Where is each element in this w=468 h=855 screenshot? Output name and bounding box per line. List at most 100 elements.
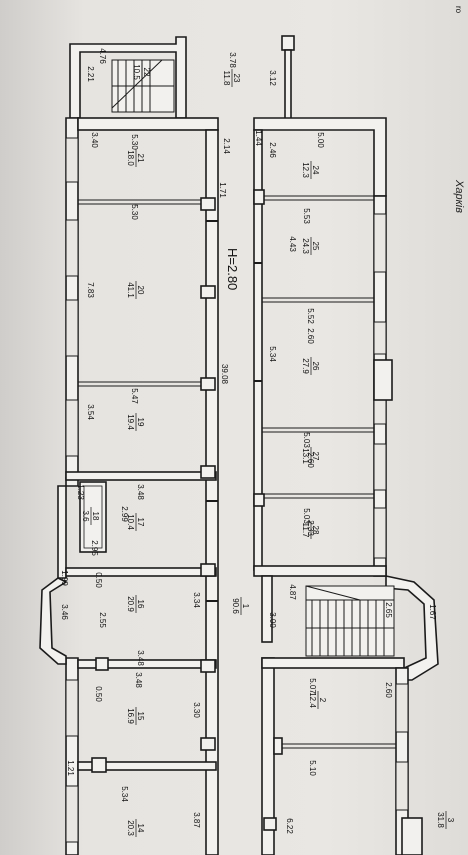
room-area: 20.3 bbox=[126, 820, 135, 836]
wall bbox=[253, 565, 387, 577]
dimension-label: 3.54 bbox=[86, 404, 95, 420]
room-number: 20 bbox=[136, 286, 145, 295]
dimension-label: 5.03 bbox=[302, 432, 311, 448]
room-area: 16.9 bbox=[126, 708, 135, 724]
city-label: Харків bbox=[453, 179, 465, 213]
room-area: 41.1 bbox=[126, 282, 135, 298]
room-number: 18 bbox=[91, 512, 100, 521]
door bbox=[254, 380, 262, 382]
window bbox=[373, 213, 387, 273]
dimension-label: 5.30 bbox=[130, 204, 139, 220]
wall bbox=[284, 49, 292, 121]
room-area: 27.9 bbox=[301, 358, 310, 374]
column bbox=[95, 657, 109, 671]
dimension-label: 5.03 bbox=[302, 508, 311, 524]
wall bbox=[281, 35, 295, 51]
window bbox=[65, 219, 79, 277]
dimension-label: 3.48 bbox=[136, 484, 145, 500]
dimension-label: 2.46 bbox=[268, 142, 277, 158]
room-area: 20.9 bbox=[126, 596, 135, 612]
dimension-label: 39.08 bbox=[220, 364, 229, 385]
dimension-label: 6.22 bbox=[285, 818, 294, 834]
wall bbox=[65, 471, 217, 481]
dimension-label: 1.67 bbox=[428, 604, 437, 620]
room-label: 331.8 bbox=[436, 811, 455, 829]
staircase bbox=[305, 585, 395, 657]
dimension-label: 3.48 bbox=[134, 672, 143, 688]
ceiling-height-label: H=2.80 bbox=[225, 248, 240, 290]
dimension-label: 3.78 bbox=[228, 52, 237, 68]
dimension-label: 2.95 bbox=[90, 540, 99, 556]
column bbox=[253, 189, 265, 205]
dimension-label: 3.00 bbox=[268, 612, 277, 628]
room-area: 12.4 bbox=[308, 692, 317, 708]
wall bbox=[261, 575, 273, 643]
wall-niche bbox=[373, 359, 393, 401]
window bbox=[65, 399, 79, 457]
wall bbox=[65, 567, 217, 577]
dimension-label: 4.76 bbox=[98, 48, 107, 64]
wall bbox=[77, 761, 217, 771]
window bbox=[373, 321, 387, 355]
dimension-label: 0.50 bbox=[94, 686, 103, 702]
dimension-label: 2.60 bbox=[306, 452, 315, 468]
dimension-label: 3.46 bbox=[60, 604, 69, 620]
dimension-label: 1.23 bbox=[76, 484, 85, 500]
dimension-label: 1.71 bbox=[218, 182, 227, 198]
window bbox=[65, 679, 79, 737]
closet-interior bbox=[83, 485, 103, 549]
dimension-label: 5.10 bbox=[308, 760, 317, 776]
dimension-label: 0.50 bbox=[94, 572, 103, 588]
wall bbox=[401, 817, 423, 855]
room-area: 10.5 bbox=[132, 64, 141, 80]
dimension-label: 3.12 bbox=[268, 70, 277, 86]
dimension-label: 3.30 bbox=[192, 702, 201, 718]
dimension-label: 4.43 bbox=[288, 236, 297, 252]
room-number: 21 bbox=[136, 154, 145, 163]
room-area: 3.6 bbox=[81, 510, 90, 522]
window bbox=[65, 299, 79, 357]
window bbox=[373, 443, 387, 491]
dimension-label: 3.48 bbox=[136, 650, 145, 666]
column bbox=[200, 563, 216, 577]
column bbox=[91, 757, 107, 773]
dimension-label: 1.21 bbox=[66, 760, 75, 776]
room-area: 12.3 bbox=[301, 162, 310, 178]
room-area: 24.3 bbox=[301, 238, 310, 254]
dimension-label: 1.99 bbox=[60, 570, 69, 586]
dimension-label: 2.60 bbox=[384, 682, 393, 698]
dimension-label: 5.30 bbox=[130, 134, 139, 150]
dimension-label: 2.33 bbox=[306, 520, 315, 536]
room-number: 16 bbox=[136, 600, 145, 609]
dimension-label: 2.60 bbox=[306, 328, 315, 344]
wall bbox=[57, 477, 79, 579]
dimension-label: 5.00 bbox=[316, 132, 325, 148]
dimension-label: 5.47 bbox=[130, 388, 139, 404]
dimension-label: 7.83 bbox=[86, 282, 95, 298]
room-label: 212.4 bbox=[308, 691, 327, 709]
room-area: 11.8 bbox=[222, 71, 231, 87]
column bbox=[200, 377, 216, 391]
window bbox=[65, 137, 79, 183]
door bbox=[254, 262, 262, 264]
room-label: 190.6 bbox=[231, 597, 250, 615]
dimension-label: 2.14 bbox=[222, 138, 231, 154]
room-number: 14 bbox=[136, 824, 145, 833]
column bbox=[200, 737, 216, 751]
door bbox=[206, 500, 218, 502]
room-number: 19 bbox=[136, 418, 145, 427]
dimension-label: 5.34 bbox=[120, 786, 129, 802]
dimension-label: 5.53 bbox=[302, 208, 311, 224]
room-area: 90.6 bbox=[231, 598, 240, 614]
